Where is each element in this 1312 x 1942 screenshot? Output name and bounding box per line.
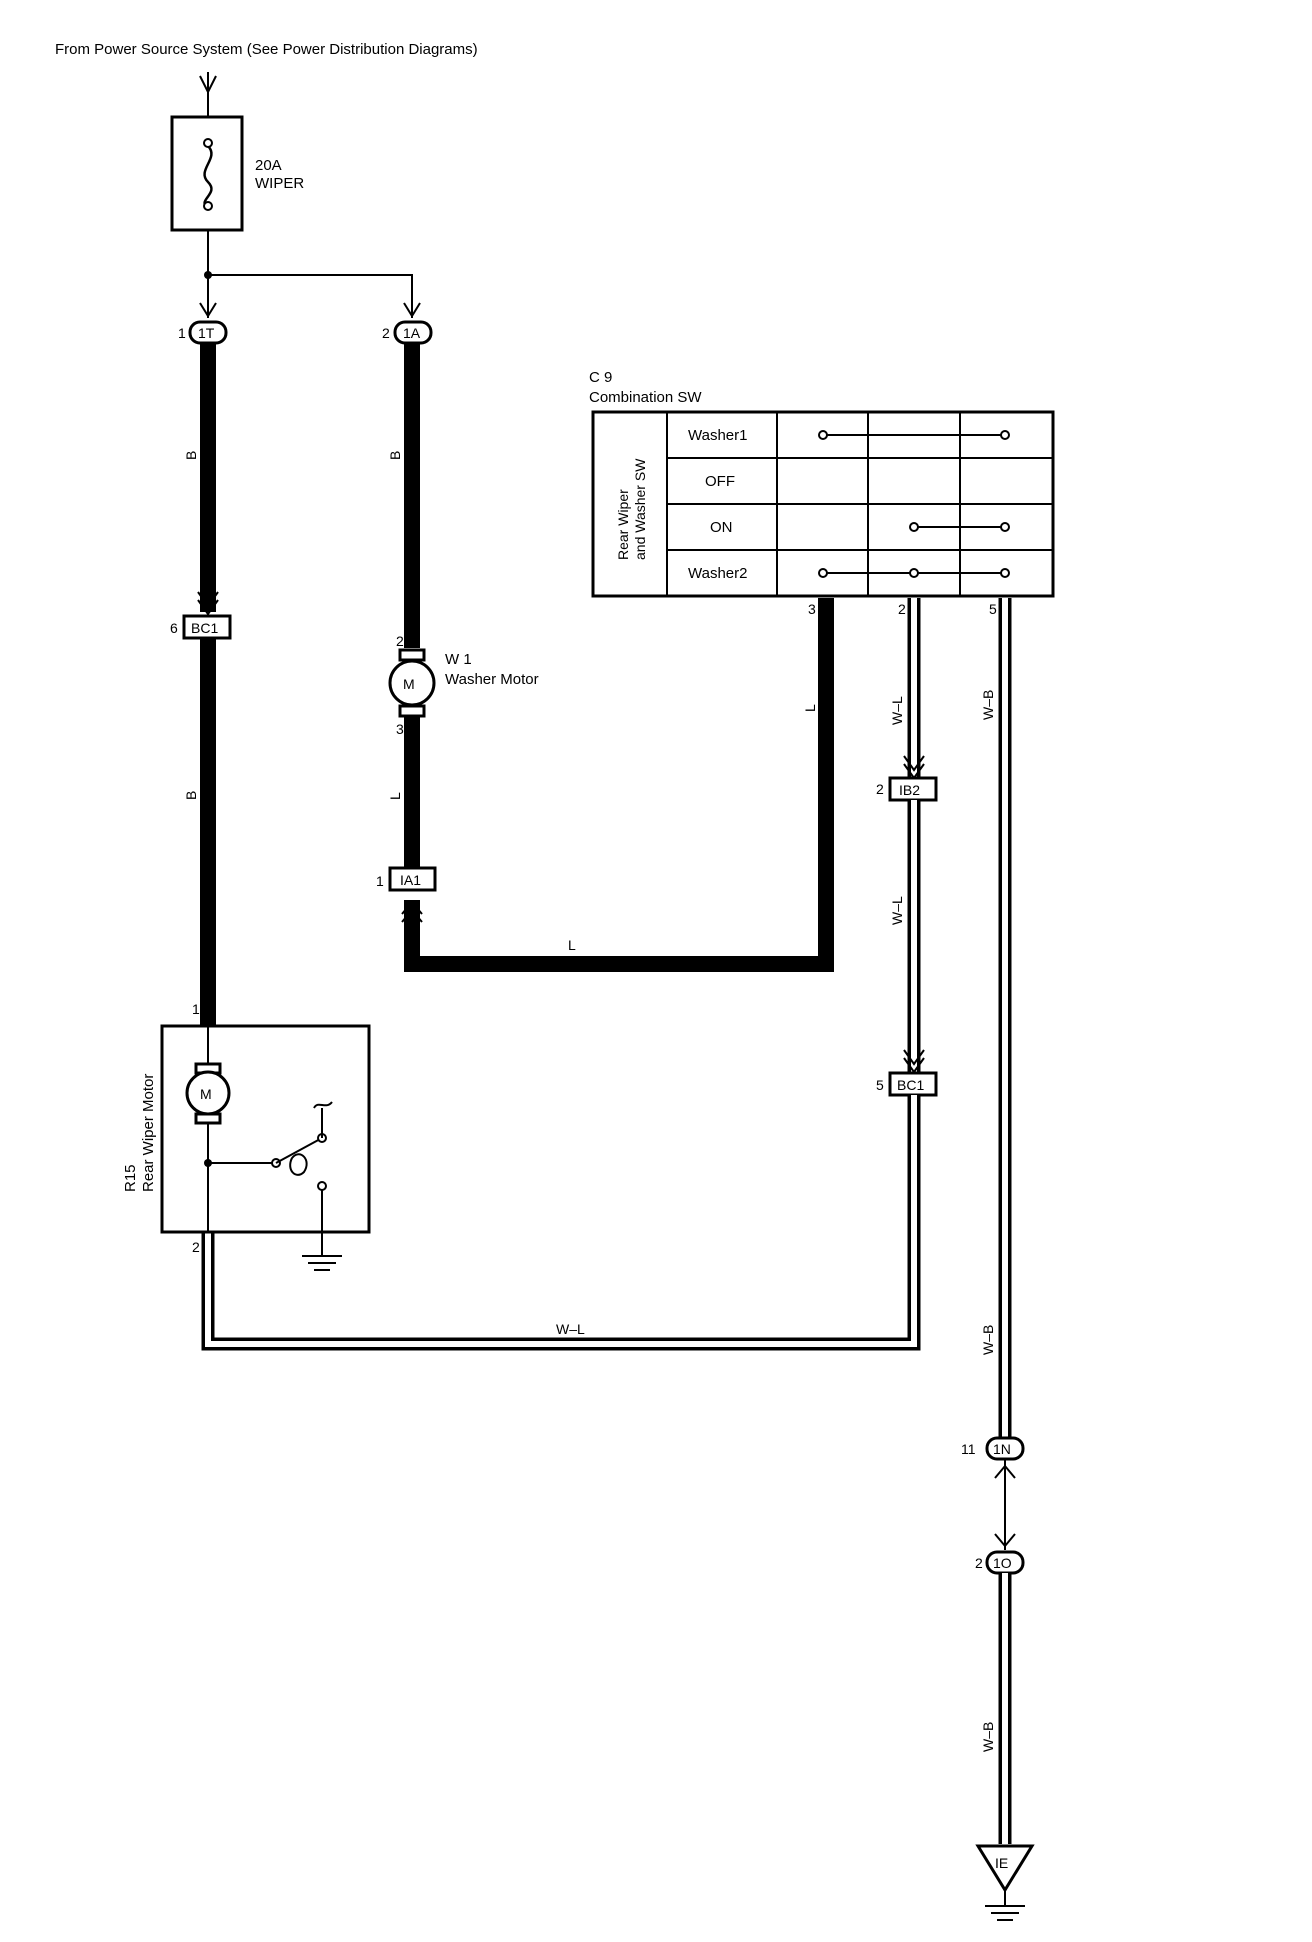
connector-BC1-top-pin: 6 xyxy=(170,620,178,636)
switch-row-washer2: Washer2 xyxy=(688,565,747,582)
wire-color-l-2: L xyxy=(802,704,818,712)
switch-name: Combination SW xyxy=(589,389,702,406)
switch-side-label-2: and Washer SW xyxy=(632,458,648,560)
switch-row-off: OFF xyxy=(705,473,735,490)
switch-pin-2: 2 xyxy=(898,601,906,617)
wiper-motor-symbol: M xyxy=(200,1086,212,1102)
wire-color-wl-1: W–L xyxy=(889,696,905,725)
switch-code: C 9 xyxy=(589,369,612,386)
fuse: 20A WIPER xyxy=(170,115,304,232)
wire-color-b-2: B xyxy=(183,791,199,800)
fuse-name-label: WIPER xyxy=(255,175,304,192)
fuse-amp-label: 20A xyxy=(255,157,282,174)
connector-1O-pin: 2 xyxy=(975,1555,983,1571)
connector-1T: 1 1T xyxy=(178,320,228,345)
wire-color-wb-3: W–B xyxy=(980,1722,996,1752)
connector-1O-id: 1O xyxy=(993,1555,1012,1571)
wire-color-wl-3: W–L xyxy=(556,1321,585,1337)
wiper-motor-code: R15 xyxy=(122,1164,139,1192)
connector-1T-id: 1T xyxy=(198,325,215,341)
switch-row-on: ON xyxy=(710,519,733,536)
wire-color-b-1: B xyxy=(183,451,199,460)
switch-row-washer1: Washer1 xyxy=(688,427,747,444)
wire-color-l-1: L xyxy=(387,792,403,800)
connector-IB2-id: IB2 xyxy=(899,782,920,798)
connector-IB2-pin: 2 xyxy=(876,781,884,797)
washer-motor-name: Washer Motor xyxy=(445,671,539,688)
power-source-text: From Power Source System (See Power Dist… xyxy=(55,41,478,58)
washer-motor-pin-bottom: 3 xyxy=(396,721,404,737)
connector-1A-id: 1A xyxy=(403,325,421,341)
connector-1T-pin: 1 xyxy=(178,325,186,341)
switch-pin-5: 5 xyxy=(989,601,997,617)
ground-symbol-wiper xyxy=(302,1232,342,1271)
connector-1N: 11 1N xyxy=(961,1436,1025,1461)
connector-BC1-top-id: BC1 xyxy=(191,620,218,636)
wiper-motor-pin-top: 1 xyxy=(192,1001,200,1017)
wire-color-wl-2: W–L xyxy=(889,896,905,925)
rear-wiper-motor: 1 2 M R15 Rear Wiper Motor xyxy=(122,1001,371,1255)
wire-color-wb-2: W–B xyxy=(980,1325,996,1355)
ground-IE: IE xyxy=(975,1844,1035,1921)
connector-1N-id: 1N xyxy=(993,1441,1011,1457)
switch-side-label-1: Rear Wiper xyxy=(615,489,631,560)
connector-IA1-pin: 1 xyxy=(376,873,384,889)
washer-motor-code: W 1 xyxy=(445,651,472,668)
combination-switch: C 9 Combination SW Rear Wiper and Washer… xyxy=(589,369,1055,617)
wire-color-l-3: L xyxy=(568,937,576,953)
washer-motor-pin-top: 2 xyxy=(396,633,404,649)
switch-pin-3: 3 xyxy=(808,601,816,617)
washer-motor: 2 M 3 W 1 Washer Motor xyxy=(388,633,539,737)
washer-motor-symbol: M xyxy=(403,676,415,692)
fuse-junction xyxy=(199,230,421,318)
power-input-arrow xyxy=(199,72,217,117)
connector-1A-pin: 2 xyxy=(382,325,390,341)
connector-IA1: 1 IA1 xyxy=(376,866,437,892)
connector-BC1-right-pin: 5 xyxy=(876,1077,884,1093)
connector-1N-pin: 11 xyxy=(961,1441,976,1457)
connector-IA1-id: IA1 xyxy=(400,872,421,888)
connector-BC1-right: 5 BC1 xyxy=(876,1071,938,1097)
connector-1O: 2 1O xyxy=(975,1550,1025,1575)
wiper-motor-pin-bottom: 2 xyxy=(192,1239,200,1255)
connector-BC1-right-id: BC1 xyxy=(897,1077,924,1093)
connector-BC1-top: 6 BC1 xyxy=(170,614,232,640)
wire-color-b-3: B xyxy=(387,451,403,460)
wiper-motor-name: Rear Wiper Motor xyxy=(140,1074,157,1192)
connector-1A: 2 1A xyxy=(382,320,433,345)
wire-l-ia1-to-switch xyxy=(404,598,834,972)
ground-IE-id: IE xyxy=(995,1855,1008,1871)
wire-color-wb-1: W–B xyxy=(980,690,996,720)
connector-IB2: 2 IB2 xyxy=(876,776,938,802)
